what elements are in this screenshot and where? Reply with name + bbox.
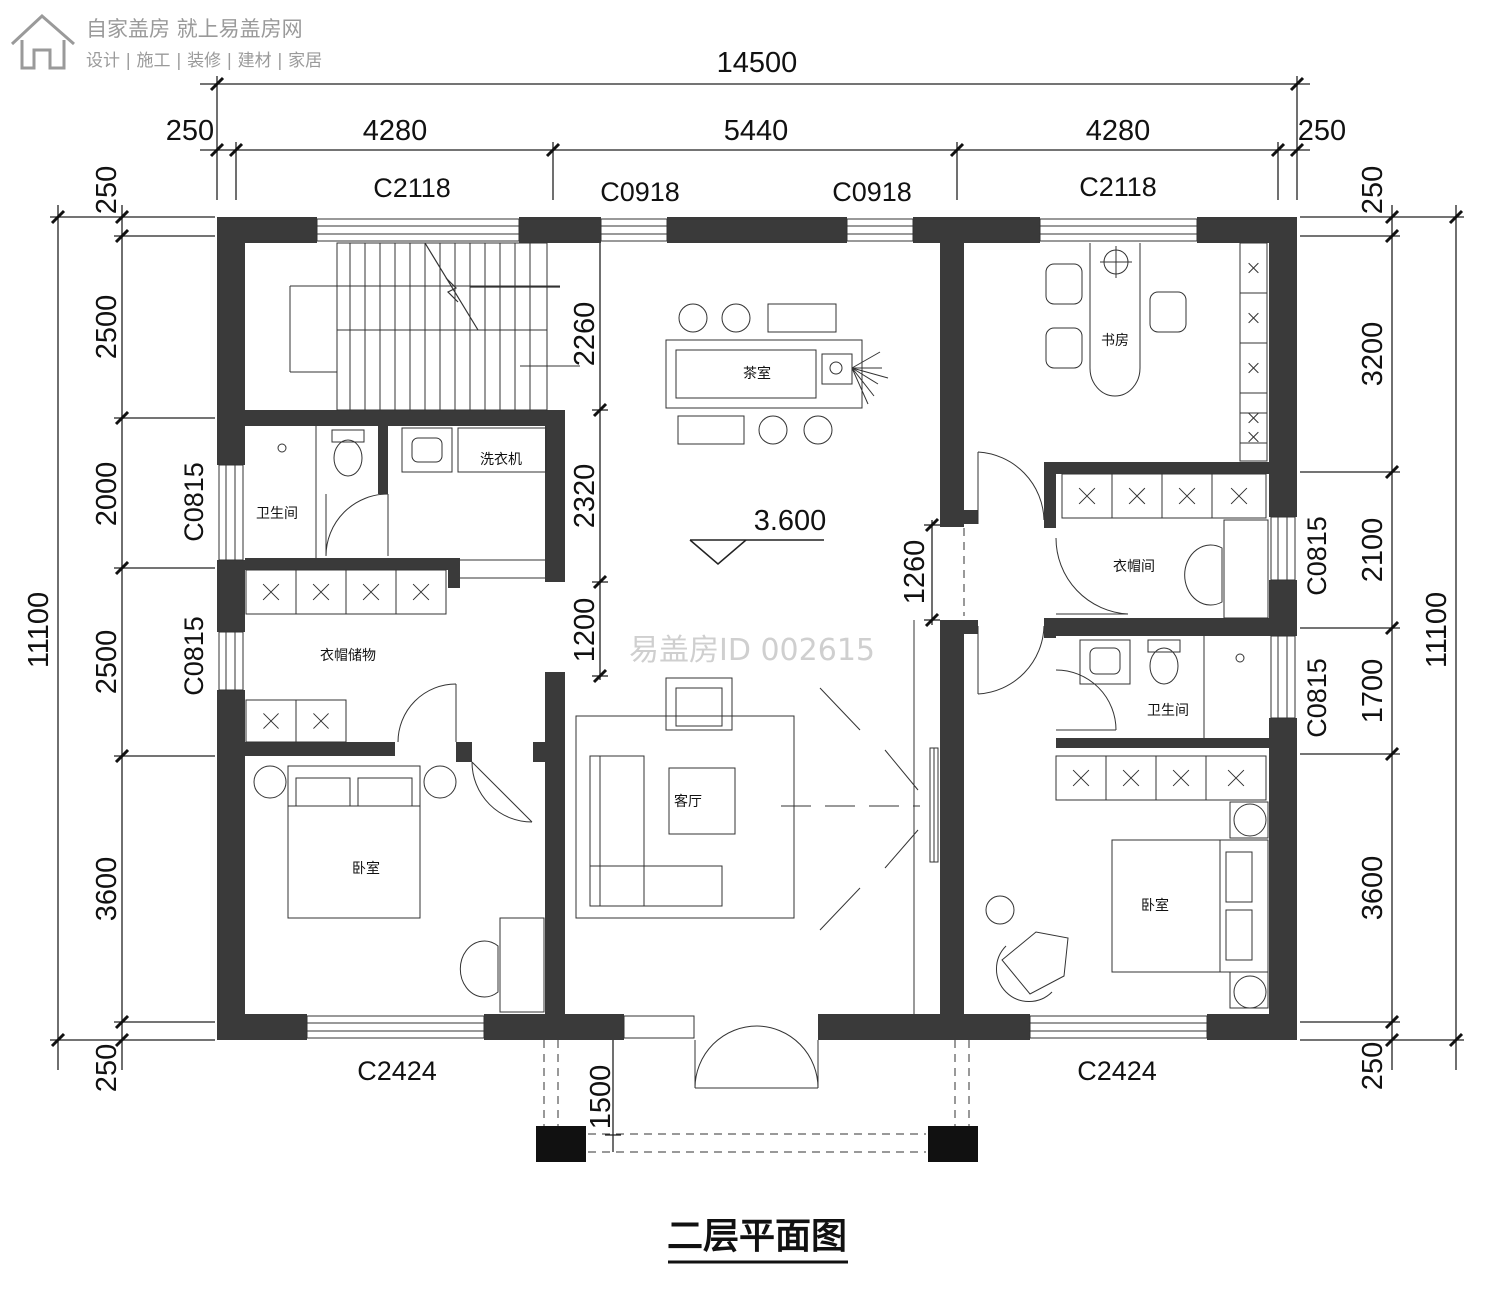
cabinet-cross <box>1248 262 1259 274</box>
dim-left-6: 250 <box>91 1044 123 1092</box>
window-label-right-1: C0815 <box>1302 516 1332 596</box>
window-labels: C2118 C0918 C0918 C2118 C0815 C0815 C081… <box>179 172 1332 1086</box>
dim-right-1: 250 <box>1357 166 1389 214</box>
tea-room-furniture <box>665 303 889 445</box>
dim-left-1: 250 <box>91 166 123 214</box>
window-label-right-2: C0815 <box>1302 658 1332 738</box>
dimension-labels: 14500 250 4280 5440 4280 250 250 2500 20… <box>23 47 1453 1129</box>
porch-columns <box>536 1126 978 1162</box>
living-room-furniture <box>575 620 939 1014</box>
dim-top-4: 4280 <box>1086 115 1151 147</box>
bedroom-right-cabinets <box>1055 755 1267 801</box>
storage-door <box>397 683 533 823</box>
dim-left-2: 2500 <box>91 295 123 360</box>
entrance-porch <box>543 1025 970 1153</box>
cabinet-cross <box>1248 412 1259 424</box>
dimension-ticks <box>50 76 1464 1048</box>
window-label-bottom-2: C2424 <box>1077 1056 1157 1086</box>
dim-left-total: 11100 <box>23 592 55 668</box>
room-label-living-room: 客厅 <box>674 793 702 810</box>
cabinet-cross <box>1172 769 1190 787</box>
dim-left-5: 3600 <box>91 857 123 922</box>
bedroom-right-furniture <box>985 801 1269 1009</box>
staircase <box>289 242 580 411</box>
cabinet-cross <box>1248 312 1259 324</box>
dim-top-total: 14500 <box>717 47 798 79</box>
watermark: 易盖房ID 002615 <box>629 633 875 668</box>
cabinet-box <box>295 699 347 743</box>
cabinet-cross <box>412 583 430 601</box>
cabinet-cross <box>1122 769 1140 787</box>
room-label-closet-right: 衣帽间 <box>1113 559 1155 575</box>
room-label-bedroom-left: 卧室 <box>352 860 380 877</box>
dim-top-1: 250 <box>166 115 214 147</box>
cabinet-cross <box>1227 769 1245 787</box>
elevation-label: 3.600 <box>754 505 827 537</box>
dim-right-2: 3200 <box>1357 322 1389 387</box>
logo-services: 设计 | 施工 | 装修 | 建材 | 家居 <box>86 51 322 71</box>
cabinet-cross <box>362 583 380 601</box>
study-cabinets <box>1239 242 1268 462</box>
window-label-bottom-1: C2424 <box>357 1056 437 1086</box>
study-furniture <box>1045 242 1268 462</box>
window-label-top-3: C0918 <box>832 177 912 207</box>
window-label-top-1: C2118 <box>373 173 451 203</box>
storage-cabinets <box>245 569 447 743</box>
window-label-left-2: C0815 <box>179 616 209 696</box>
cabinet-cross <box>263 713 279 729</box>
windows <box>218 218 1296 1039</box>
cabinet-cross <box>1128 487 1146 505</box>
house-logo-icon <box>10 13 75 70</box>
cabinet-box <box>1239 412 1268 462</box>
room-label-washer: 洗衣机 <box>480 452 522 468</box>
closet-right-cabinets <box>1061 473 1267 519</box>
cabinet-box <box>1205 755 1267 801</box>
dim-left-4: 2500 <box>91 630 123 695</box>
window-label-top-2: C0918 <box>600 177 680 207</box>
cabinet-box <box>395 569 447 615</box>
cabinet-cross <box>1178 487 1196 505</box>
dim-right-4: 1700 <box>1357 659 1389 724</box>
dim-left-3: 2000 <box>91 462 123 527</box>
cabinet-cross <box>1230 487 1248 505</box>
room-label-tea-room: 茶室 <box>743 365 771 382</box>
cabinet-cross <box>1072 769 1090 787</box>
window-label-left-1: C0815 <box>179 462 209 542</box>
room-label-bathroom-right: 卫生间 <box>1147 703 1189 719</box>
dim-right-6: 250 <box>1357 1042 1389 1090</box>
cabinet-box <box>1211 473 1267 519</box>
logo: 自家盖房 就上易盖房网 设计 | 施工 | 装修 | 建材 | 家居 <box>10 13 322 71</box>
dim-stair-2260: 2260 <box>569 302 601 367</box>
logo-slogan: 自家盖房 就上易盖房网 <box>86 17 303 41</box>
bathroom-right-furniture <box>1055 636 1245 738</box>
dim-right-3: 2100 <box>1357 518 1389 583</box>
dim-top-5: 250 <box>1298 115 1346 147</box>
cabinet-cross <box>1078 487 1096 505</box>
room-label-bathroom-left: 卫生间 <box>256 506 298 522</box>
room-label-study: 书房 <box>1101 333 1129 349</box>
drawing-title: 二层平面图 <box>667 1216 847 1257</box>
bathroom-left <box>277 426 547 579</box>
dim-top-2: 4280 <box>363 115 428 147</box>
dim-2320: 2320 <box>569 464 601 529</box>
dim-1200: 1200 <box>569 598 601 663</box>
closet-right-furniture <box>963 451 1269 695</box>
dim-1500: 1500 <box>585 1065 617 1130</box>
dim-top-3: 5440 <box>724 115 789 147</box>
cabinet-cross <box>262 583 280 601</box>
cabinet-cross <box>312 583 330 601</box>
dim-right-5: 3600 <box>1357 856 1389 921</box>
cabinet-cross <box>313 713 329 729</box>
cabinet-cross <box>1248 431 1259 443</box>
cabinet-cross <box>1248 362 1259 374</box>
room-label-storage: 衣帽储物 <box>320 648 376 664</box>
window-label-top-4: C2118 <box>1079 172 1157 202</box>
walls <box>217 217 1297 1040</box>
elevation-marker <box>689 539 824 565</box>
dim-right-total: 11100 <box>1421 592 1453 668</box>
bedroom-left-furniture <box>253 765 545 1013</box>
room-label-bedroom-right: 卧室 <box>1141 897 1169 914</box>
dim-1260: 1260 <box>899 540 931 605</box>
